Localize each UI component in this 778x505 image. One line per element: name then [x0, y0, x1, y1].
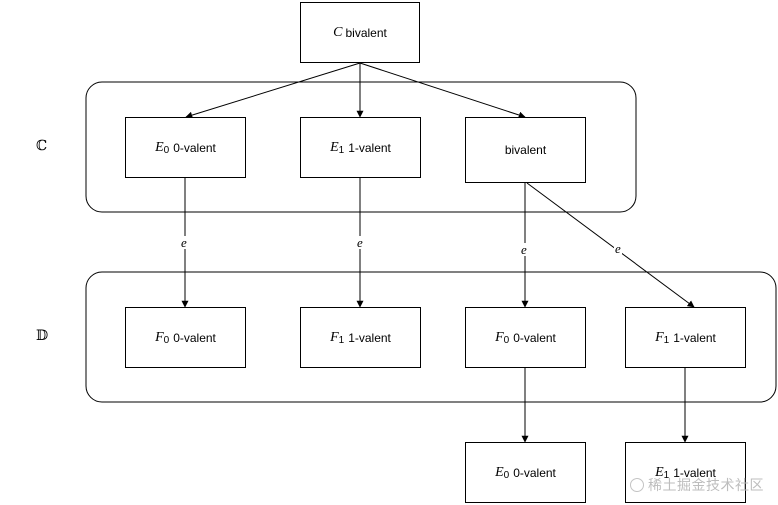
- node-math: E: [330, 139, 339, 155]
- edge-label-e0: e: [180, 235, 188, 250]
- node-math: E: [155, 139, 164, 155]
- watermark: 稀土掘金技术社区: [630, 475, 764, 495]
- node-math: F: [495, 329, 504, 345]
- node-text: 1-valent: [673, 465, 716, 480]
- node-sub: 1: [338, 335, 345, 346]
- node-text: 0-valent: [513, 330, 556, 345]
- node-math: F: [330, 329, 339, 345]
- node-text: 0-valent: [173, 140, 216, 155]
- edge-label-e1: e: [356, 235, 364, 250]
- edge-top-to-bivalent: [359, 62, 526, 119]
- edge-label-bivalent-down: e: [520, 242, 528, 257]
- node-text: 1-valent: [673, 330, 716, 345]
- node-text: 1-valent: [348, 330, 391, 345]
- node-math: F: [655, 329, 664, 345]
- node-sub: 0: [503, 470, 510, 481]
- watermark-text: 稀土掘金技术社区: [648, 478, 764, 494]
- set-c-label: ℂ: [36, 138, 48, 154]
- set-d-label: 𝔻: [36, 328, 49, 344]
- edge-label-bivalent-diag: e: [614, 241, 622, 256]
- node-math: E: [655, 464, 664, 480]
- node-bivalent: bivalent: [465, 117, 586, 183]
- node-text: bivalent: [345, 25, 387, 40]
- node-text: bivalent: [504, 143, 547, 157]
- node-sub: 1: [338, 145, 345, 156]
- node-text: 0-valent: [173, 330, 216, 345]
- node-text: 1-valent: [348, 140, 391, 155]
- edge-bivalent-to-f1: [526, 182, 695, 308]
- node-sub: 0: [163, 335, 170, 346]
- set-d-container: [85, 271, 777, 403]
- node-math: F: [155, 329, 164, 345]
- edge-top-to-e0: [185, 62, 361, 119]
- node-sub: 0: [503, 335, 510, 346]
- node-math: E: [495, 464, 504, 480]
- node-math: C: [333, 24, 343, 40]
- node-sub: 0: [163, 145, 170, 156]
- watermark-logo-icon: [630, 478, 644, 492]
- node-sub: 1: [663, 470, 670, 481]
- node-sub: 1: [663, 335, 670, 346]
- node-text: 0-valent: [513, 465, 556, 480]
- set-c-container: [85, 81, 637, 213]
